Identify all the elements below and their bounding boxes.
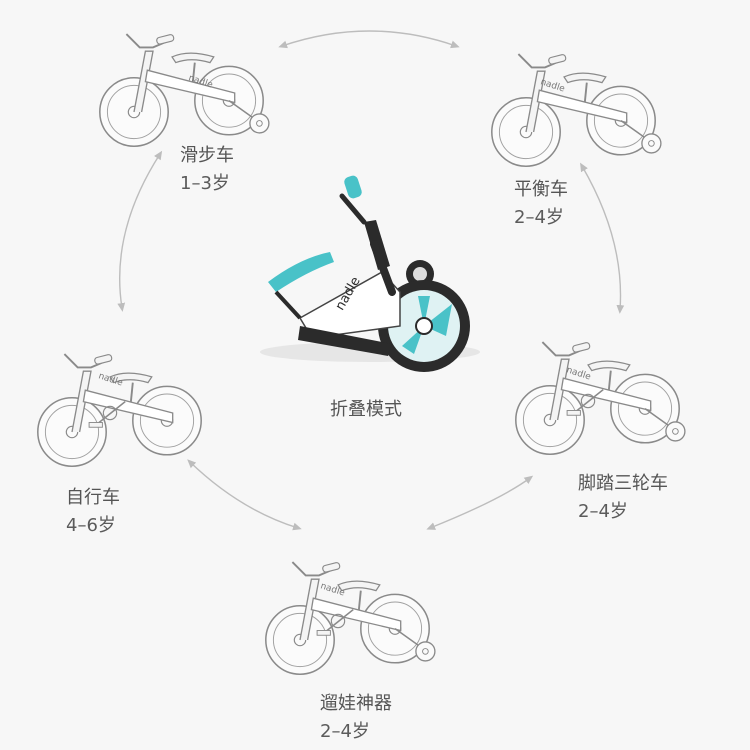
arrow-bottom-right — [426, 475, 534, 530]
mode-age: 1–3岁 — [180, 173, 230, 194]
mode-name: 滑步车 — [180, 145, 234, 166]
cycle-arrows — [117, 30, 625, 531]
mode-name: 自行车 — [66, 487, 120, 508]
mode-label-sliding: 滑步车 1–3岁 — [180, 142, 234, 198]
mode-name: 平衡车 — [514, 179, 568, 200]
arrow-left — [117, 150, 163, 312]
mode-label-balance: 平衡车 2–4岁 — [514, 176, 568, 232]
mode-label-bicycle: 自行车 4–6岁 — [66, 484, 120, 540]
bike-sketch-sliding — [98, 33, 270, 148]
mode-name: 脚踏三轮车 — [578, 473, 668, 494]
frame-base — [298, 326, 392, 356]
mode-age: 2–4岁 — [514, 207, 564, 228]
arrow-right — [580, 162, 625, 314]
mode-age: 4–6岁 — [66, 515, 116, 536]
arrow-top — [278, 30, 460, 49]
mode-label-tricycle: 脚踏三轮车 2–4岁 — [578, 470, 668, 526]
folded-bike: nadle — [260, 175, 480, 372]
bike-sketch-balance — [490, 53, 662, 168]
center-label: 折叠模式 — [330, 396, 402, 424]
center-mode-name: 折叠模式 — [330, 399, 402, 420]
mode-age: 2–4岁 — [320, 721, 370, 742]
bike-sketch-tricycle — [514, 341, 686, 456]
handle-grip — [344, 175, 362, 199]
mode-label-stroller: 遛娃神器 2–4岁 — [320, 690, 392, 746]
arrow-bottom-left — [187, 459, 302, 531]
mode-age: 2–4岁 — [578, 501, 628, 522]
bike-sketch-bicycle — [36, 353, 203, 468]
bike-sketch-stroller — [264, 561, 436, 676]
mode-name: 遛娃神器 — [320, 693, 392, 714]
seat — [268, 252, 334, 292]
